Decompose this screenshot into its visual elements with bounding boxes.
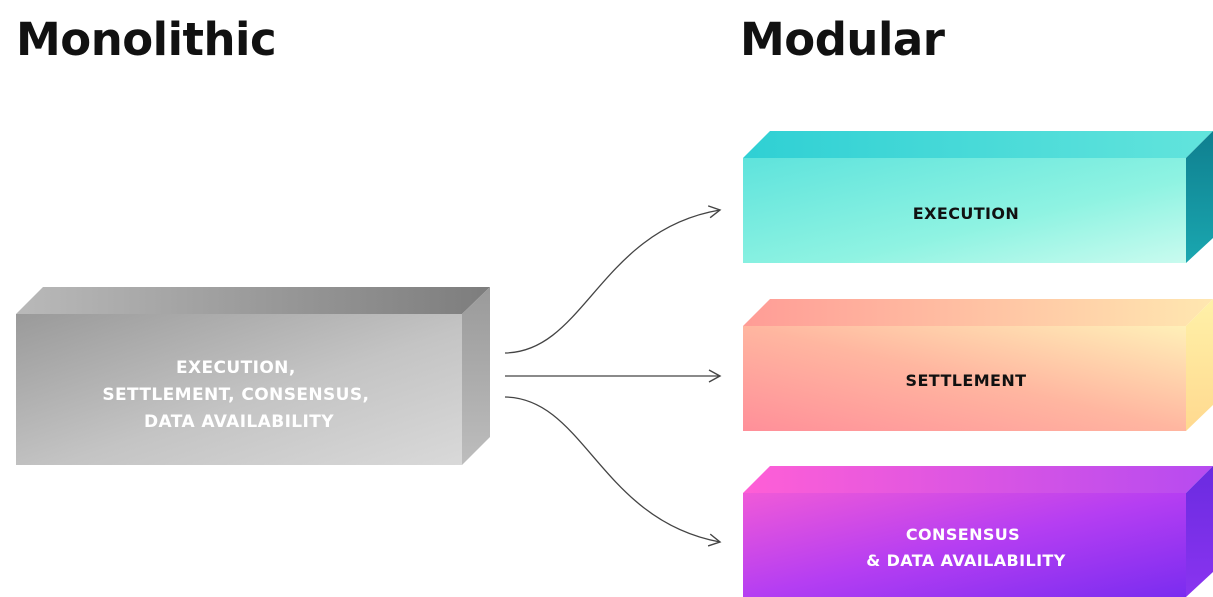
monolithic-label-line-2: SETTLEMENT, CONSENSUS, — [102, 385, 369, 405]
consensus-block: CONSENSUS & DATA AVAILABILITY — [743, 466, 1213, 597]
settlement-block-front — [743, 326, 1186, 431]
svg-text:CONSENSUS & DATA AVAILAB: CONSENSUS & DATA AVAILABILITY — [866, 525, 1065, 570]
monolithic-heading: Monolithic — [16, 13, 277, 66]
arrow-to-consensus — [504, 396, 722, 547]
settlement-label: SETTLEMENT — [906, 371, 1027, 390]
arrow-to-execution — [504, 205, 722, 354]
settlement-block-top — [743, 299, 1213, 326]
consensus-block-side — [1186, 466, 1213, 597]
svg-text:SETTLEMENT: SETTLEMENT — [906, 371, 1027, 390]
execution-label: EXECUTION — [913, 204, 1019, 223]
monolithic-label-line-1: EXECUTION, — [176, 358, 296, 378]
svg-text:EXECUTION: EXECUTION — [913, 204, 1019, 223]
execution-block: EXECUTION — [743, 131, 1213, 263]
consensus-block-top — [743, 466, 1213, 493]
split-arrows — [504, 205, 722, 547]
execution-block-top — [743, 131, 1213, 158]
consensus-block-front — [743, 493, 1186, 597]
execution-block-front — [743, 158, 1186, 263]
monolithic-block-top — [16, 287, 490, 314]
execution-block-side — [1186, 131, 1213, 263]
consensus-label-line-2: & DATA AVAILABILITY — [866, 551, 1065, 570]
monolithic-block-side — [462, 287, 490, 465]
svg-text:EXECUTION, SETTLEMENT, C: EXECUTION, SETTLEMENT, CONSENSUS, DATA A… — [102, 358, 375, 432]
monolithic-block: EXECUTION, SETTLEMENT, CONSENSUS, DATA A… — [16, 287, 490, 465]
consensus-label-line-1: CONSENSUS — [906, 525, 1020, 544]
settlement-block-side — [1186, 299, 1213, 431]
monolithic-label-line-3: DATA AVAILABILITY — [144, 412, 334, 432]
modular-heading: Modular — [740, 13, 945, 66]
settlement-block: SETTLEMENT — [743, 299, 1213, 431]
monolithic-block-front — [16, 314, 462, 465]
